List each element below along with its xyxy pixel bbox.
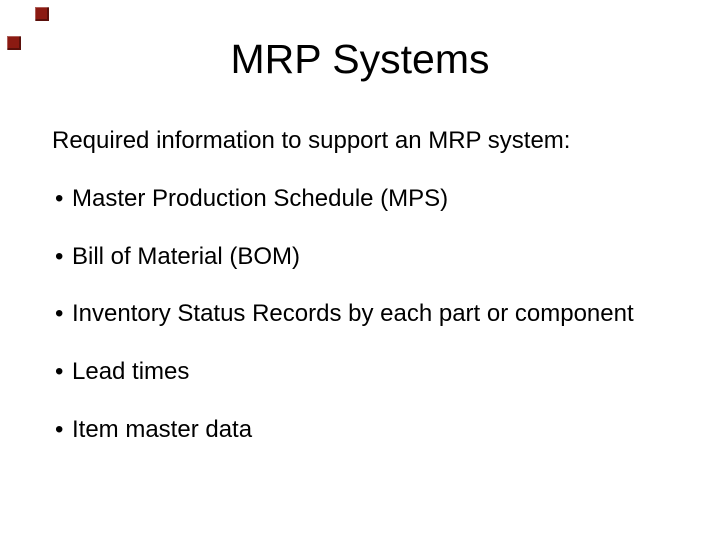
bullet-item: • Lead times [55, 360, 189, 384]
slide-title: MRP Systems [230, 36, 490, 82]
bullet-text: Inventory Status Records by each part or… [72, 300, 634, 327]
corner-accent-square-top [35, 7, 49, 21]
corner-accent-square-left [7, 36, 21, 50]
bullet-item: • Master Production Schedule (MPS) [55, 187, 448, 211]
bullet-marker: • [55, 300, 64, 327]
bullet-item: • Bill of Material (BOM) [55, 245, 300, 269]
bullet-marker: • [55, 185, 64, 212]
bullet-text: Lead times [72, 358, 190, 385]
bullet-text: Bill of Material (BOM) [72, 243, 301, 270]
bullet-marker: • [55, 416, 64, 443]
intro-text: Required information to support an MRP s… [52, 127, 571, 154]
bullet-item: • Inventory Status Records by each part o… [55, 302, 634, 326]
bullet-text: Master Production Schedule (MPS) [72, 185, 449, 212]
bullet-text: Item master data [72, 416, 253, 443]
bullet-item: • Item master data [55, 418, 252, 442]
bullet-marker: • [55, 243, 64, 270]
bullet-marker: • [55, 358, 64, 385]
